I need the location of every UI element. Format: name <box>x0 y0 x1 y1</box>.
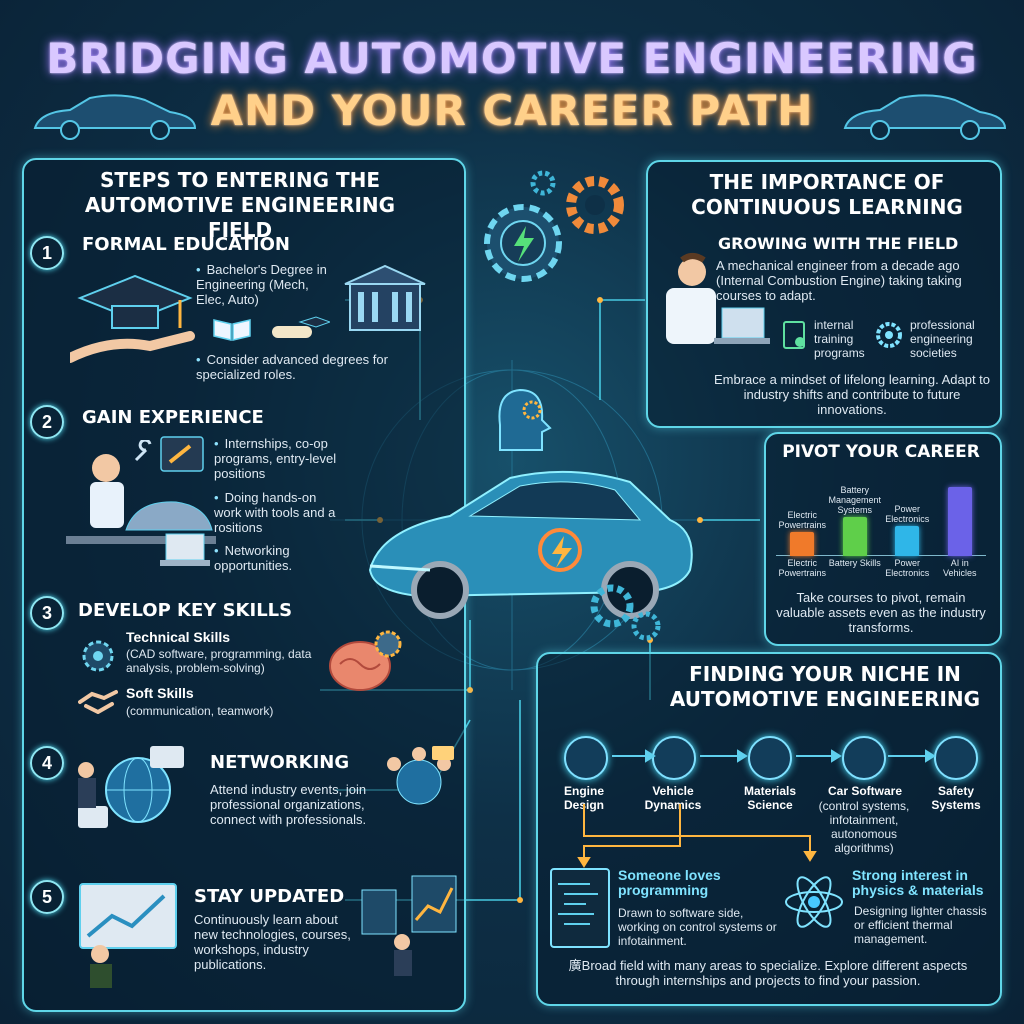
chart-bar-2 <box>895 526 920 556</box>
chart-category-2: Power Electronics <box>885 558 930 578</box>
university-building-icon <box>344 264 426 331</box>
chip-icon <box>842 736 886 780</box>
step-1-bullet-2: Consider advanced degrees for specialize… <box>196 352 416 382</box>
step-5-text: Continuously learn about new technologie… <box>194 912 351 972</box>
electric-car-illustration <box>368 470 693 619</box>
technical-skills-text: (CAD software, programming, data analysi… <box>126 647 312 675</box>
side-gears-icon <box>590 584 661 641</box>
step-4-title: NETWORKING <box>210 752 350 773</box>
training-programs-label: internal training programs <box>814 318 865 360</box>
wrench-icon <box>134 440 152 462</box>
step-1-number: 1 <box>30 236 64 270</box>
engineer-laptop-icon <box>666 253 770 344</box>
car-outline-left-icon <box>33 94 197 140</box>
step-2-title: GAIN EXPERIENCE <box>82 407 264 428</box>
laptop-icon <box>160 533 210 566</box>
societies-label: professional engineering societies <box>910 318 975 360</box>
chart-bar-3 <box>947 487 972 556</box>
atom-icon <box>785 876 843 928</box>
handshake-icon <box>78 690 118 714</box>
chart-category-0: Electric Powertrains <box>778 558 827 578</box>
case-1-title: Someone loves programming <box>618 867 721 898</box>
societies-gear-icon <box>876 322 902 348</box>
steps-heading: STEPS TO ENTERING THE AUTOMOTIVE ENGINEE… <box>84 168 396 242</box>
safety-lock-icon <box>934 736 978 780</box>
step-1-title: FORMAL EDUCATION <box>82 234 290 255</box>
book-icon <box>213 319 251 341</box>
car-outline-right-icon <box>843 94 1007 140</box>
soft-skills-text: (communication, teamwork) <box>126 704 274 718</box>
globe-network-icon <box>78 746 184 828</box>
learning-text: A mechanical engineer from a decade ago … <box>716 258 962 303</box>
small-gear-icon <box>530 170 556 196</box>
chart-bar-1 <box>842 517 867 556</box>
brain-gear-icon <box>329 630 402 691</box>
screens-presenter-icon <box>361 875 457 976</box>
chart-bar-label-2: Power Electronics <box>885 504 930 524</box>
chart-baseline <box>776 555 986 556</box>
niche-panel <box>536 652 1002 1006</box>
title-line-1: BRIDGING AUTOMOTIVE ENGINEERING <box>46 34 978 83</box>
learning-heading: THE IMPORTANCE OF CONTINUOUS LEARNING <box>691 170 963 219</box>
learning-subheading: GROWING WITH THE FIELD <box>718 234 959 253</box>
niche-area-software: Car Software <box>827 784 903 798</box>
soft-skills-title: Soft Skills <box>126 685 194 701</box>
step-2-number: 2 <box>30 405 64 439</box>
step-2-bullet-1: Internships, co-op programs, entry-level… <box>214 436 344 481</box>
chart-category-1: Battery Skills <box>828 558 881 568</box>
niche-area-dynamics: Vehicle Dynamics <box>644 784 702 812</box>
step-4-number: 4 <box>30 746 64 780</box>
vehicle-dynamics-icon <box>652 736 696 780</box>
case-1-text: Drawn to software side, working on contr… <box>618 906 777 948</box>
step-1-bullet-1: Bachelor's Degree in Engineering (Mech, … <box>196 262 336 307</box>
case-2-text: Designing lighter chassis or efficient t… <box>854 904 987 946</box>
pivot-heading: PIVOT YOUR CAREER <box>782 442 980 462</box>
engineer-workbench-icon <box>66 454 216 544</box>
materials-layers-icon <box>748 736 792 780</box>
tools-board-icon <box>160 436 204 472</box>
graduation-cap-icon <box>70 274 195 363</box>
orange-gear-icon <box>566 176 624 234</box>
niche-area-materials: Materials Science <box>743 784 797 812</box>
chart-bar-label-1: Battery Management Systems <box>828 485 882 515</box>
case-2-title: Strong interest in physics & materials <box>852 867 984 898</box>
case-connectors <box>577 804 817 868</box>
software-note: (control systems, infotainment, autonomo… <box>818 799 910 855</box>
step-3-number: 3 <box>30 596 64 630</box>
chart-bar-0 <box>790 532 815 556</box>
technical-skills-title: Technical Skills <box>126 629 231 645</box>
step-2-bullet-2: Doing hands-on work with tools and a ros… <box>214 490 344 535</box>
code-window-icon <box>550 868 610 948</box>
engine-icon <box>564 736 608 780</box>
diploma-icon <box>272 316 330 338</box>
learning-footer: Embrace a mindset of lifelong learning. … <box>713 372 991 417</box>
step-3-title: DEVELOP KEY SKILLS <box>78 600 293 621</box>
title-line-2: AND YOUR CAREER PATH <box>210 86 814 135</box>
niche-area-safety: Safety Systems <box>931 784 981 812</box>
lightning-gear-icon <box>484 204 562 282</box>
niche-footer: 廣Broad field with many areas to speciali… <box>568 958 968 988</box>
people-group-icon <box>387 746 454 805</box>
chart-bar-label-0: Electric Powertrains <box>778 510 827 530</box>
pivot-chart <box>776 470 986 556</box>
step-5-title: STAY UPDATED <box>194 886 345 907</box>
step-2-bullet-3: Networking opportunities. <box>214 543 344 573</box>
training-doc-icon <box>783 321 805 349</box>
technical-gear-icon <box>82 640 114 672</box>
pivot-footer: Take courses to pivot, remain valuable a… <box>776 590 986 635</box>
step-5-number: 5 <box>30 880 64 914</box>
niche-heading: FINDING YOUR NICHE IN AUTOMOTIVE ENGINEE… <box>669 662 981 711</box>
step-4-text: Attend industry events, join professiona… <box>210 782 367 827</box>
chart-category-3: AI in Vehicles <box>942 558 977 578</box>
ai-head-icon <box>498 388 552 451</box>
niche-arrows <box>612 749 936 763</box>
growth-chart-presenter-icon <box>79 883 177 988</box>
